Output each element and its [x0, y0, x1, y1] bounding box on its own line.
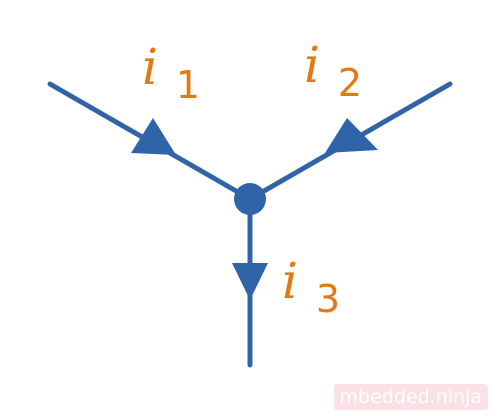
arrow-i2-toward-junction [325, 118, 378, 153]
junction-node [234, 183, 266, 215]
label-i2: i 2 [304, 36, 362, 105]
watermark-text: mbedded.ninja [333, 384, 488, 410]
arrow-i3-away-from-junction [232, 263, 268, 300]
arrow-i1-toward-junction [131, 118, 176, 155]
label-i1: i 1 [142, 38, 200, 107]
label-i3: i 3 [282, 252, 340, 321]
